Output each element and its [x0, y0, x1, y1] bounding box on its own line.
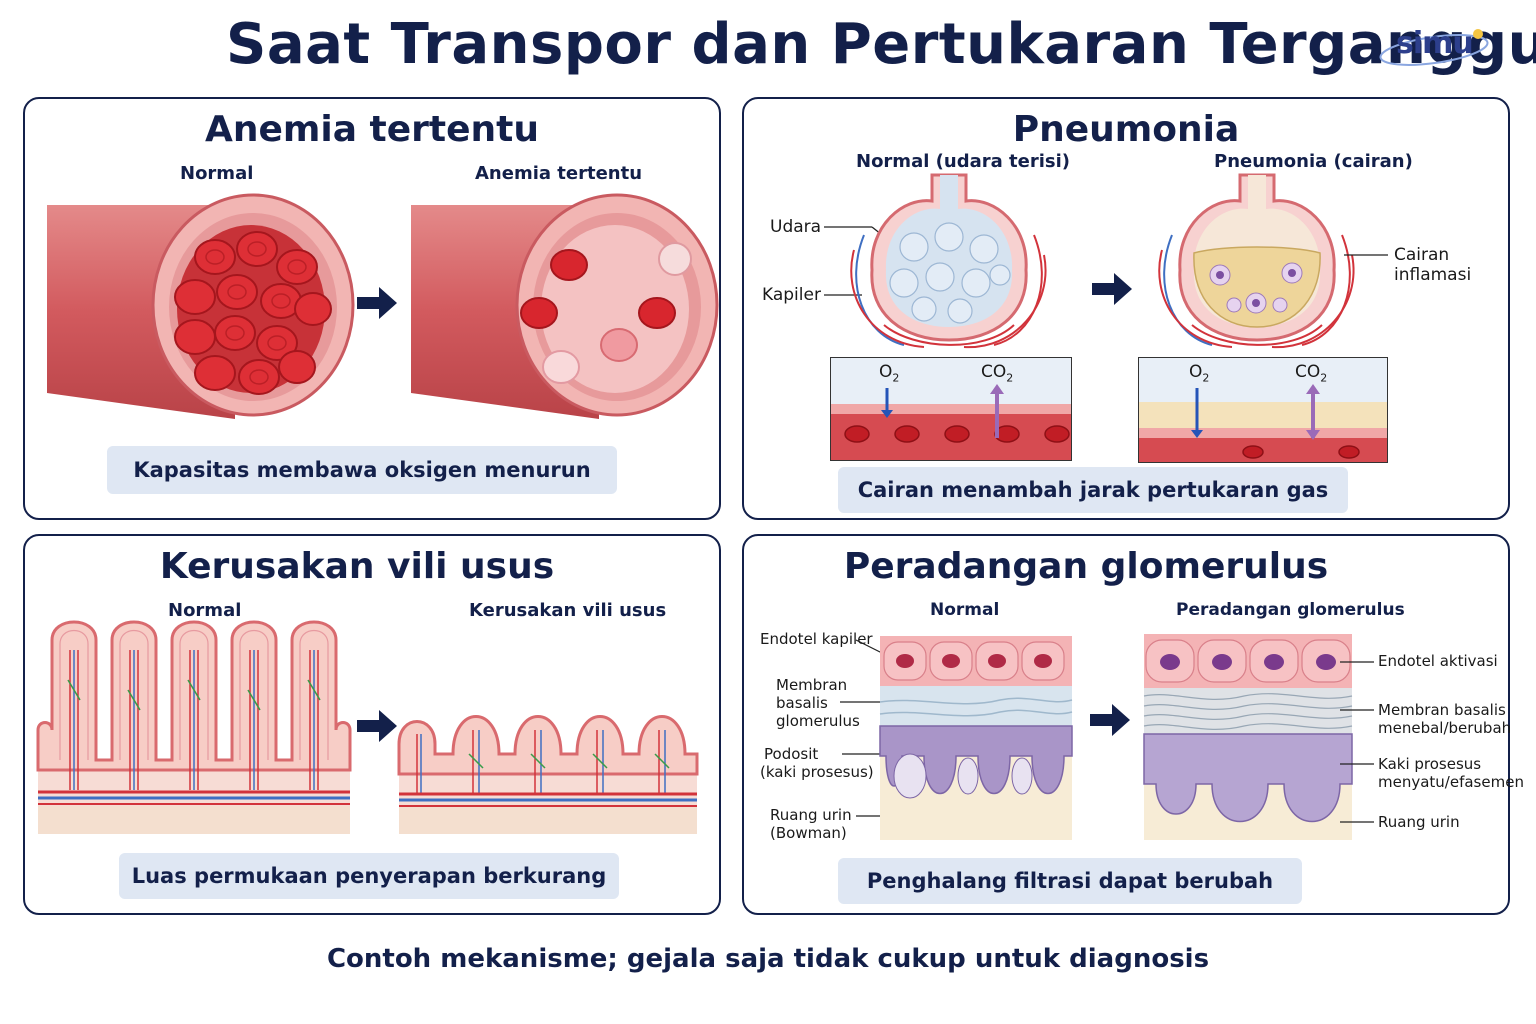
pneumonia-alveolus [1158, 173, 1355, 349]
anemic-blood-vessel [411, 193, 719, 419]
label-foot-process-2: menyatu/efasemen [1378, 773, 1524, 791]
co2-label-normal: CO2 [981, 362, 1014, 385]
label-urinary-1: Ruang urin [770, 806, 852, 824]
fluid-leader-line [1344, 254, 1388, 256]
pneumonia-normal-label: Normal (udara terisi) [856, 151, 1070, 172]
label-podocyte-1: Podosit [764, 745, 819, 763]
panel-anemia: Anemia tertentu Normal Anemia tertentu [23, 97, 721, 520]
label-membrane-2: basalis [776, 694, 828, 712]
glomerulus-title: Peradangan glomerulus [843, 546, 1329, 587]
anemia-arrow-icon [357, 287, 397, 319]
normal-gas-exchange-box: O2 CO2 [830, 357, 1072, 461]
glomerulus-caption: Penghalang filtrasi dapat berubah [838, 858, 1302, 904]
pneumonia-gas-exchange-box: O2 CO2 [1138, 357, 1388, 463]
villi-capillaries-normal [67, 650, 321, 790]
glomerulus-affected-label: Peradangan glomerulus [1176, 600, 1405, 620]
panel-glomerulus: Peradangan glomerulus Normal Peradangan … [742, 534, 1524, 915]
anemia-caption: Kapasitas membawa oksigen menurun [107, 446, 617, 494]
label-membrane-1: Membran [776, 676, 848, 694]
brand-swoosh-icon [1379, 29, 1489, 66]
villi-arrow-icon [357, 710, 397, 742]
page-title: Saat Transpor dan Pertukaran Terganggu [226, 12, 1536, 77]
pneumonia-caption: Cairan menambah jarak pertukaran gas [838, 467, 1348, 513]
anemia-title: Anemia tertentu [204, 109, 540, 150]
inflamed-filtration-barrier [1143, 634, 1353, 840]
label-fluid-2: inflamasi [1394, 265, 1472, 285]
villi-normal-label: Normal [168, 600, 242, 621]
panel-villi: Kerusakan vili usus Normal Kerusakan vil… [23, 534, 721, 915]
pneumonia-arrow-icon [1092, 273, 1132, 305]
brand-logo: simu [1378, 22, 1498, 72]
label-urinary-space: Ruang urin [1378, 813, 1460, 831]
label-foot-process-1: Kaki prosesus [1378, 755, 1482, 773]
villi-affected-label: Kerusakan vili usus [469, 600, 667, 621]
pneumonia-affected-label: Pneumonia (cairan) [1214, 151, 1413, 172]
normal-alveolus [850, 173, 1047, 349]
red-blood-cells-dense [174, 231, 332, 395]
o2-label-normal: O2 [879, 362, 900, 385]
villi-capillaries-damaged [416, 730, 670, 794]
label-membrane-3: glomerulus [776, 712, 860, 730]
label-podocyte-2: (kaki prosesus) [760, 763, 874, 781]
pneumonia-title: Pneumonia [1012, 109, 1240, 150]
label-air: Udara [770, 217, 822, 237]
villi-caption: Luas permukaan penyerapan berkurang [119, 853, 619, 899]
red-blood-cells-sparse [520, 242, 692, 384]
label-membrane-thick-1: Membran basalis [1378, 701, 1506, 719]
glomerulus-normal-label: Normal [930, 600, 1000, 620]
villi-title: Kerusakan vili usus [159, 546, 555, 587]
anemia-affected-label: Anemia tertentu [475, 163, 643, 184]
glomerulus-arrow-icon [1090, 704, 1130, 736]
glomerulus-right-leader-lines [1340, 661, 1374, 823]
footer-disclaimer: Contoh mekanisme; gejala saja tidak cuku… [326, 944, 1210, 974]
co2-label-pneumonia: CO2 [1295, 362, 1328, 385]
normal-villi [36, 620, 352, 834]
anemia-normal-label: Normal [180, 163, 254, 184]
damaged-villi [397, 715, 699, 834]
label-fluid-1: Cairan [1394, 245, 1450, 265]
label-endothelium-activated: Endotel aktivasi [1378, 652, 1498, 670]
o2-label-pneumonia: O2 [1189, 362, 1210, 385]
label-membrane-thick-2: menebal/berubah [1378, 719, 1512, 737]
label-urinary-2: (Bowman) [770, 824, 847, 842]
normal-filtration-barrier [879, 636, 1073, 840]
normal-blood-vessel [47, 193, 355, 419]
label-capillary: Kapiler [762, 285, 821, 305]
label-endothelium: Endotel kapiler [760, 630, 873, 648]
inflammatory-cells [1209, 262, 1303, 314]
brand-name: simu [1396, 26, 1474, 61]
panel-pneumonia: Pneumonia Normal (udara terisi) Pneumoni… [742, 97, 1510, 520]
